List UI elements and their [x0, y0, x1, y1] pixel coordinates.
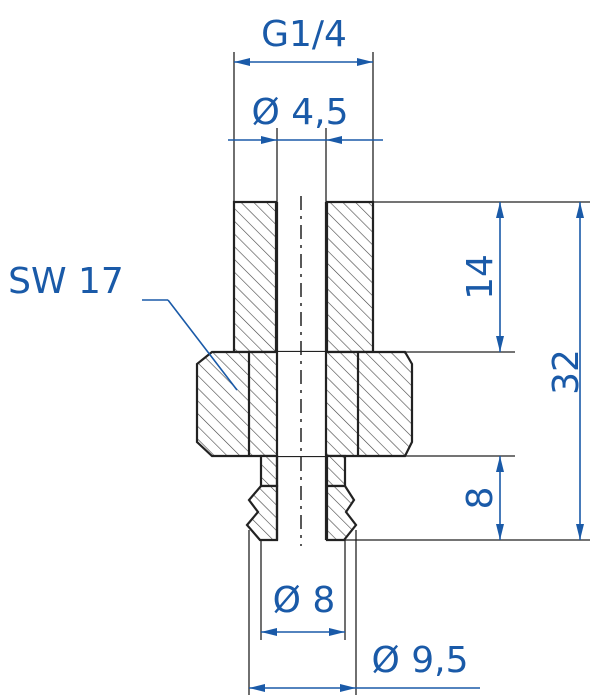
dimension-length-top: 14 [460, 202, 504, 352]
label-bottom-diameter: Ø 9,5 [371, 640, 468, 681]
dimension-spigot: Ø 8 [261, 580, 345, 636]
dimension-wrench-size: SW 17 [8, 261, 238, 391]
label-length-top: 14 [460, 254, 501, 300]
fitting-body [195, 196, 414, 546]
barb-left [245, 484, 279, 542]
spigot-wall-left [259, 454, 279, 488]
dimension-length-bottom: 8 [460, 456, 504, 540]
dimension-length-total: 32 [546, 202, 587, 540]
dimension-thread: G1/4 [234, 14, 373, 66]
upper-wall-right [325, 200, 375, 354]
upper-wall-left [232, 200, 278, 354]
label-thread: G1/4 [261, 14, 347, 55]
label-bore-diameter: Ø 4,5 [251, 92, 348, 133]
spigot-wall-right [325, 454, 347, 488]
label-length-bottom: 8 [460, 487, 501, 510]
label-wrench-size: SW 17 [8, 261, 124, 302]
dimension-bore: Ø 4,5 [228, 92, 383, 144]
dimension-bottom: Ø 9,5 [249, 640, 480, 692]
barb-right [325, 484, 358, 542]
label-spigot-diameter: Ø 8 [273, 580, 336, 621]
label-length-total: 32 [546, 349, 587, 395]
